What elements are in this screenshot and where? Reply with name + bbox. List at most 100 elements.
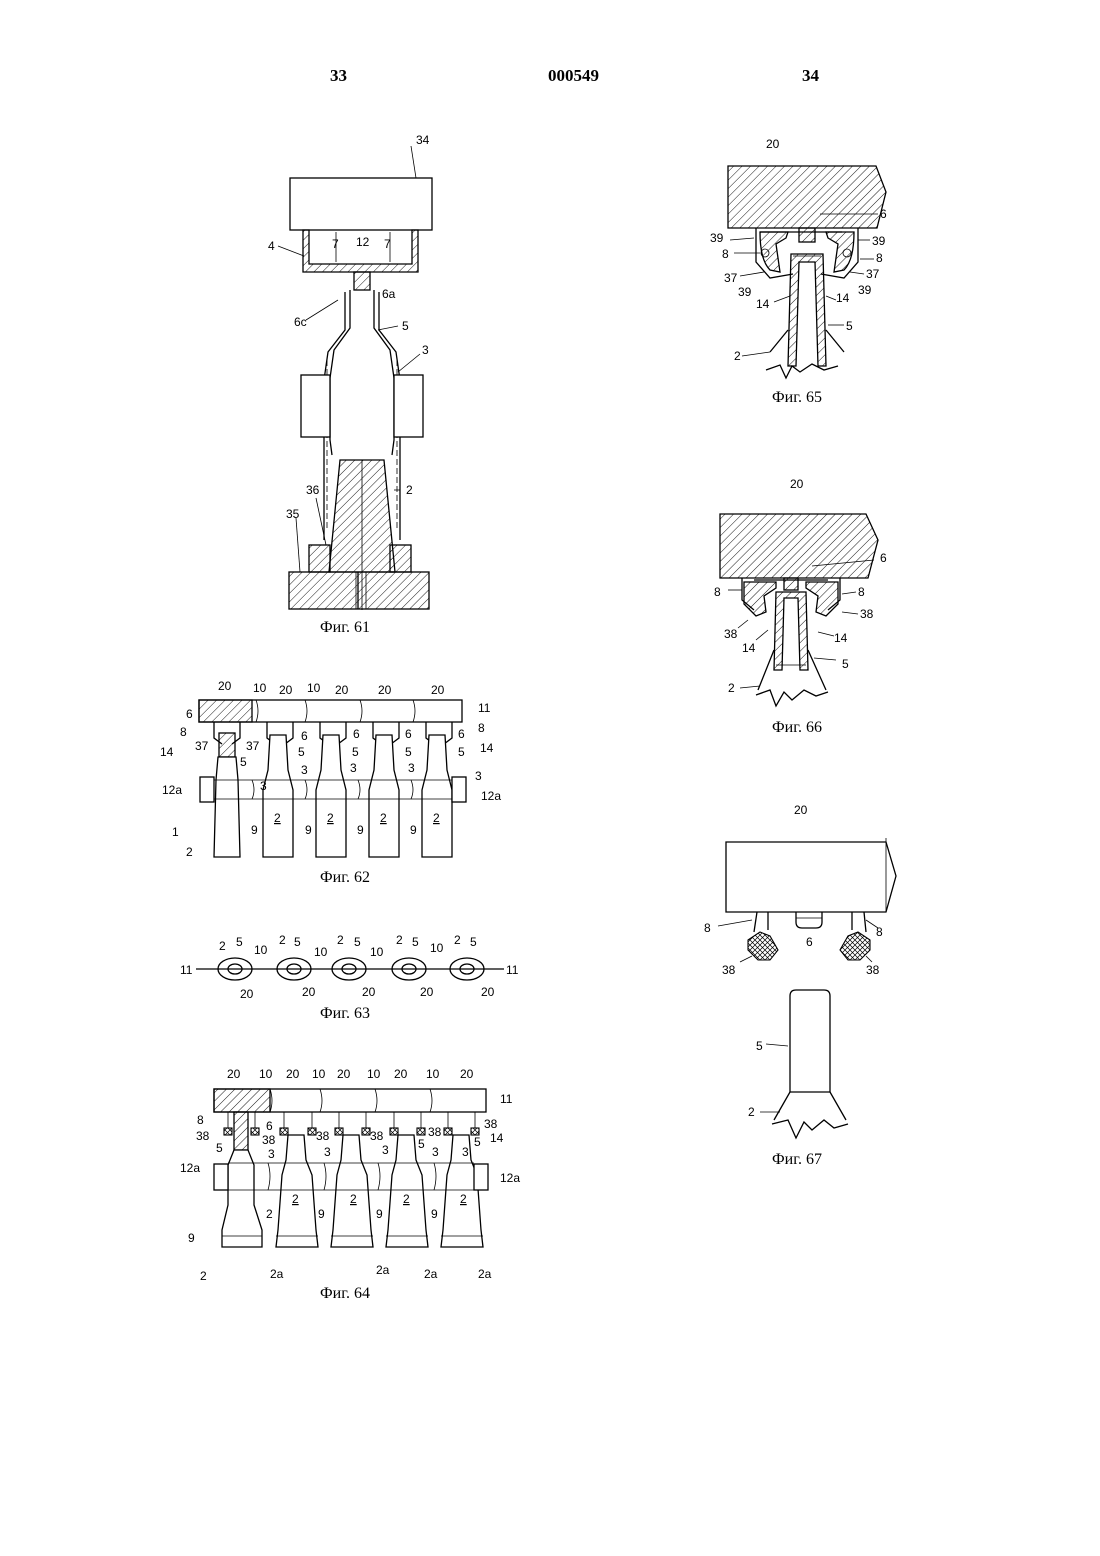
label-10c: 10 [370, 945, 384, 959]
label-2d: 2 [460, 1192, 467, 1206]
label-3e: 3 [462, 1145, 469, 1159]
label-5: 5 [402, 319, 409, 333]
label-38a: 38 [724, 627, 738, 641]
label-20b: 20 [302, 985, 316, 999]
label-3: 3 [422, 343, 429, 357]
label-12a-b: 12a [500, 1171, 520, 1185]
label-39d: 39 [858, 283, 872, 297]
label-2a-d: 2a [424, 1267, 438, 1281]
label-38b: 38 [262, 1133, 276, 1147]
figure-62: 20 10 20 10 20 20 20 11 6 8 8 14 37 37 5… [160, 679, 501, 886]
label-2e: 2 [454, 933, 461, 947]
label-5d: 5 [405, 745, 412, 759]
label-2b: 2 [279, 933, 286, 947]
label-5e: 5 [470, 935, 477, 949]
label-5: 5 [842, 657, 849, 671]
label-6b: 6 [301, 729, 308, 743]
label-38b: 38 [866, 963, 880, 977]
figure-66-caption: Фиг. 66 [772, 719, 822, 736]
label-8b: 8 [876, 251, 883, 265]
label-9b: 9 [318, 1207, 325, 1221]
label-2: 2 [734, 349, 741, 363]
label-20a: 20 [240, 987, 254, 1001]
label-38c: 38 [316, 1129, 330, 1143]
label-7: 7 [332, 237, 339, 251]
label-8b: 8 [876, 925, 883, 939]
label-5a: 5 [216, 1141, 223, 1155]
label-20b: 20 [286, 1067, 300, 1081]
label-6: 6 [186, 707, 193, 721]
label-20c: 20 [335, 683, 349, 697]
label-14a: 14 [756, 297, 770, 311]
label-5: 5 [846, 319, 853, 333]
label-20e: 20 [431, 683, 445, 697]
label-2: 2 [728, 681, 735, 695]
label-14b: 14 [834, 631, 848, 645]
label-20d: 20 [394, 1067, 408, 1081]
label-9c: 9 [376, 1207, 383, 1221]
label-2c: 2 [337, 933, 344, 947]
label-6c: 6 [353, 727, 360, 741]
label-14: 14 [160, 745, 174, 759]
label-3b: 3 [350, 761, 357, 775]
figure-63: 2 5 2 5 2 5 2 5 2 5 10 10 10 10 11 11 20… [180, 933, 519, 1022]
label-20e: 20 [481, 985, 495, 999]
label-12a: 12a [162, 783, 182, 797]
label-20c: 20 [362, 985, 376, 999]
label-20b: 20 [279, 683, 293, 697]
figure-63-caption: Фиг. 63 [320, 1005, 370, 1022]
label-10c: 10 [367, 1067, 381, 1081]
label-6: 6 [806, 935, 813, 949]
figure-61: 34 4 7 12 7 6a 6c 5 3 36 2 35 Фиг. 61 [268, 133, 432, 636]
label-4: 4 [268, 239, 275, 253]
label-5c: 5 [352, 745, 359, 759]
label-9d: 9 [431, 1207, 438, 1221]
label-10a: 10 [259, 1067, 273, 1081]
label-12a-b: 12a [481, 789, 501, 803]
label-11b: 11 [506, 963, 519, 977]
figure-61-caption: Фиг. 61 [320, 619, 370, 636]
label-5: 5 [756, 1039, 763, 1053]
label-9c: 9 [357, 823, 364, 837]
label-2a: 2 [292, 1192, 299, 1206]
label-5e: 5 [458, 745, 465, 759]
label-3b: 3 [324, 1145, 331, 1159]
label-8: 8 [180, 725, 187, 739]
label-2c: 2 [380, 811, 387, 825]
label-37b: 37 [866, 267, 880, 281]
label-9d: 9 [410, 823, 417, 837]
label-8a: 8 [714, 585, 721, 599]
label-38b: 38 [860, 607, 874, 621]
label-2e: 9 [188, 1231, 195, 1245]
label-20: 20 [218, 679, 232, 693]
label-38d: 38 [370, 1129, 384, 1143]
label-8b: 8 [858, 585, 865, 599]
label-9a: 9 [251, 823, 258, 837]
label-10b: 10 [314, 945, 328, 959]
label-12: 12 [356, 235, 370, 249]
label-37a: 37 [724, 271, 738, 285]
label-36: 36 [306, 483, 320, 497]
label-39b: 39 [872, 234, 886, 248]
label-10b: 10 [307, 681, 321, 695]
figure-64: 20 10 20 10 20 10 20 10 20 11 8 38 6 38 … [180, 1067, 520, 1302]
label-20d: 20 [378, 683, 392, 697]
label-38f: 38 [484, 1117, 498, 1131]
label-39c: 39 [738, 285, 752, 299]
label-5a: 5 [240, 755, 247, 769]
label-2b: 2 [350, 1192, 357, 1206]
label-5b: 5 [418, 1137, 425, 1151]
label-10: 10 [253, 681, 267, 695]
label-6d: 6 [405, 727, 412, 741]
label-20: 20 [794, 803, 808, 817]
label-38e: 38 [428, 1125, 442, 1139]
label-14b: 14 [836, 291, 850, 305]
label-3a: 3 [301, 763, 308, 777]
label-11: 11 [500, 1092, 513, 1106]
label-14b: 14 [480, 741, 494, 755]
label-38a: 38 [196, 1129, 210, 1143]
figure-64-caption: Фиг. 64 [320, 1285, 370, 1302]
label-3d: 3 [475, 769, 482, 783]
label-10a: 10 [254, 943, 268, 957]
